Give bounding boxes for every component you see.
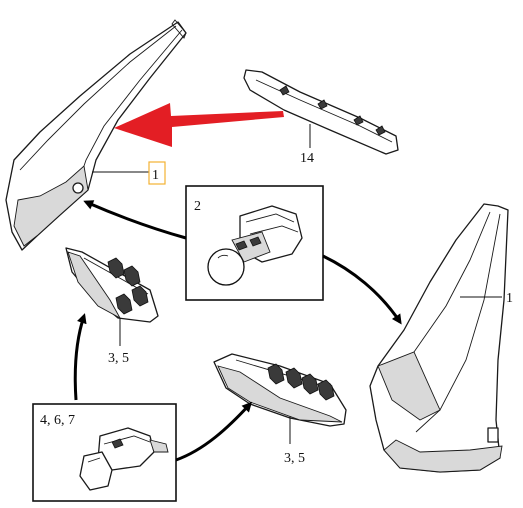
bulb-socket-parts-4-6-7-box [32, 403, 177, 502]
callout-parts-4-6-7: 4, 6, 7 [40, 413, 75, 428]
callout-part-1-left: 1 [152, 168, 159, 183]
callout-part-1-right: 1 [506, 291, 513, 306]
tail-light-housing-left [5, 19, 187, 251]
lamp-unit-left [65, 247, 159, 323]
red-arrow-icon [114, 103, 284, 147]
black-curved-arrow-icon [73, 200, 402, 462]
strip-light-part-14 [243, 69, 399, 155]
highlight-box [148, 161, 166, 185]
lamp-unit-right [213, 353, 347, 427]
bulb-holder-part-2-box [185, 185, 324, 301]
callout-parts-3-5-left: 3, 5 [108, 351, 129, 366]
callout-part-2: 2 [194, 199, 201, 214]
tail-light-housing-right [369, 203, 509, 473]
callout-part-14: 14 [300, 151, 314, 166]
callout-parts-3-5-right: 3, 5 [284, 451, 305, 466]
